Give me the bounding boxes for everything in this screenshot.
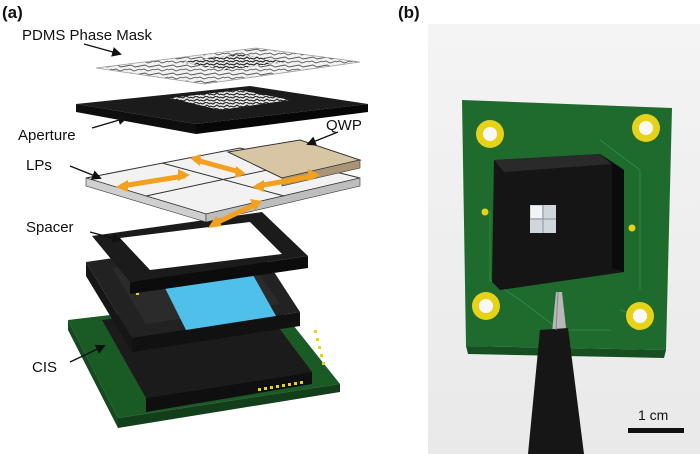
camera-housing — [492, 154, 624, 290]
aperture-layer — [76, 86, 368, 134]
label-qwp: QWP — [326, 117, 362, 134]
label-spacer: Spacer — [26, 219, 74, 236]
pdms-phase-mask — [95, 47, 361, 85]
cis-gold-pins — [258, 330, 325, 391]
pad-top-right — [632, 114, 660, 142]
polarization-arrows — [116, 154, 320, 228]
tweezers — [528, 291, 584, 454]
panel-label-a: (a) — [2, 3, 23, 22]
label-aperture: Aperture — [18, 127, 76, 144]
label-lps: LPs — [26, 157, 52, 174]
panel-a-schematic: (a) PDMS Phase Mask Aperture QWP LPs Spa… — [2, 3, 368, 428]
mounting-pads — [472, 114, 660, 330]
pad-bottom-right — [626, 302, 654, 330]
scale-bar-label: 1 cm — [638, 407, 668, 423]
pad-top-left — [476, 120, 504, 148]
label-pdms-phase-mask: PDMS Phase Mask — [22, 27, 153, 44]
scale-bar: 1 cm — [628, 407, 684, 433]
spacer-ring — [92, 212, 308, 294]
panel-label-b: (b) — [398, 3, 420, 22]
label-cis: CIS — [32, 359, 57, 376]
panel-b-photo: (b) — [398, 3, 700, 454]
callout-leaders — [69, 43, 339, 363]
lp-layer — [85, 139, 362, 228]
pad-bottom-left — [472, 292, 500, 320]
